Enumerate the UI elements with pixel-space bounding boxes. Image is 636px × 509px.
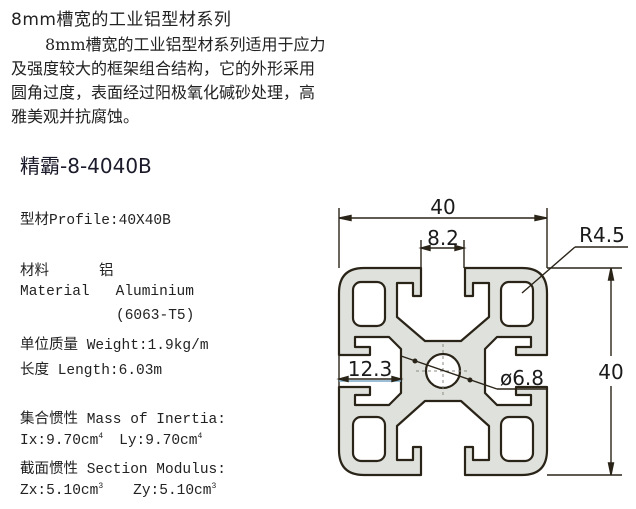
spec-modulus-label: 截面惯性 Section Modulus:	[20, 462, 226, 478]
width-dimension	[338, 208, 548, 268]
spec-weight: 单位质量 Weight:1.9kg/m	[20, 338, 209, 354]
spec-length: 长度 Length:6.03m	[20, 363, 163, 379]
hole-leader	[400, 355, 548, 390]
hole-dimension-label: ø6.8	[500, 366, 544, 390]
intro-line: 雅美观并抗腐蚀。	[11, 107, 140, 126]
spec-profile: 型材Profile:40X40B	[20, 213, 171, 229]
material-en-label: Material	[20, 284, 90, 300]
offset-dimension-label: 12.3	[348, 357, 393, 381]
ix-exponent: 4	[98, 432, 104, 441]
width-dimension-label: 40	[430, 195, 455, 219]
intro-paragraph: 8mm槽宽的工业铝型材系列适用于应力 及强度较大的框架组合结构，它的外形采用 圆…	[11, 33, 391, 129]
zx-exponent: 3	[98, 482, 104, 491]
height-dimension	[547, 267, 622, 476]
ly-exponent: 4	[197, 432, 203, 441]
zx-value: Zx:5.10cm	[20, 483, 99, 499]
material-cn-value: 铝	[99, 264, 114, 280]
height-dimension-label: 40	[598, 360, 623, 384]
zy-exponent: 3	[211, 482, 217, 491]
slot-dimension	[418, 240, 467, 268]
radius-leader	[521, 246, 628, 294]
spec-material-en: Material Aluminium	[20, 284, 194, 300]
radius-dimension-label: R4.5	[579, 223, 625, 247]
intro-line: 8mm槽宽的工业铝型材系列适用于应力	[45, 35, 326, 54]
ly-value: Ly:9.70cm	[119, 433, 198, 449]
page-title: 8mm槽宽的工业铝型材系列	[11, 10, 232, 30]
zy-value: Zy:5.10cm	[133, 483, 212, 499]
ix-value: Ix:9.70cm	[20, 433, 99, 449]
material-en-value: Aluminium	[115, 284, 194, 300]
intro-line: 及强度较大的框架组合结构，它的外形采用	[11, 59, 316, 78]
slot-dimension-label: 8.2	[427, 226, 459, 250]
product-model: 精霸-8-4040B	[20, 154, 152, 178]
profile-shape	[337, 266, 549, 477]
intro-line: 圆角过度，表面经过阳极氧化碱砂处理，高	[11, 83, 316, 102]
spec-material-cn: 材料 铝	[20, 259, 114, 280]
material-cn-label: 材料	[20, 264, 49, 280]
spec-inertia-label: 集合惯性 Mass of Inertia:	[20, 412, 226, 428]
spec-alloy: (6063-T5)	[116, 308, 195, 324]
offset-dimension	[336, 356, 404, 388]
